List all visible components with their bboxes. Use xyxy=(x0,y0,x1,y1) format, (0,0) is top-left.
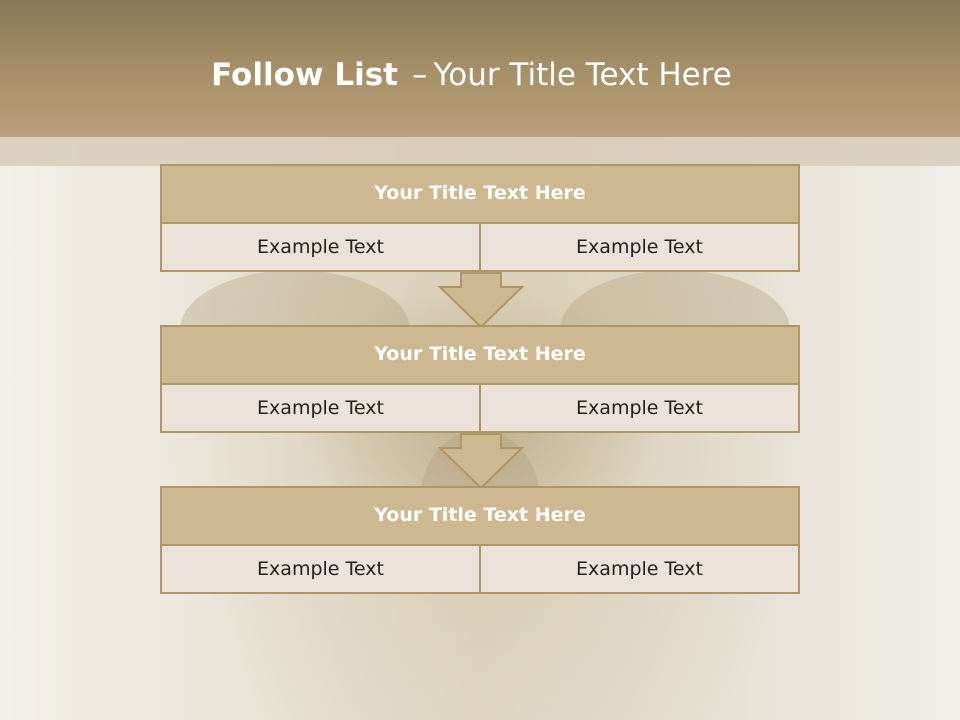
block-cell-left: Example Text xyxy=(162,385,479,431)
down-arrow-icon xyxy=(438,433,524,489)
down-arrow-icon xyxy=(438,272,524,328)
block-title: Your Title Text Here xyxy=(162,488,798,546)
header-bar xyxy=(0,0,960,137)
block-cell-right: Example Text xyxy=(479,224,798,270)
list-block: Your Title Text Here Example Text Exampl… xyxy=(160,486,800,594)
block-row: Example Text Example Text xyxy=(162,224,798,270)
block-title: Your Title Text Here xyxy=(162,166,798,224)
block-title: Your Title Text Here xyxy=(162,327,798,385)
title-rest: Your Title Text Here xyxy=(433,57,732,93)
block-cell-left: Example Text xyxy=(162,224,479,270)
list-block: Your Title Text Here Example Text Exampl… xyxy=(160,164,800,272)
block-cell-right: Example Text xyxy=(479,385,798,431)
title-bold: Follow List xyxy=(211,57,398,93)
slide-title: Follow List–Your Title Text Here xyxy=(0,50,943,100)
block-row: Example Text Example Text xyxy=(162,385,798,431)
list-block: Your Title Text Here Example Text Exampl… xyxy=(160,325,800,433)
block-row: Example Text Example Text xyxy=(162,546,798,592)
block-cell-right: Example Text xyxy=(479,546,798,592)
title-separator: – xyxy=(411,57,428,93)
header-band xyxy=(0,137,960,166)
block-cell-left: Example Text xyxy=(162,546,479,592)
